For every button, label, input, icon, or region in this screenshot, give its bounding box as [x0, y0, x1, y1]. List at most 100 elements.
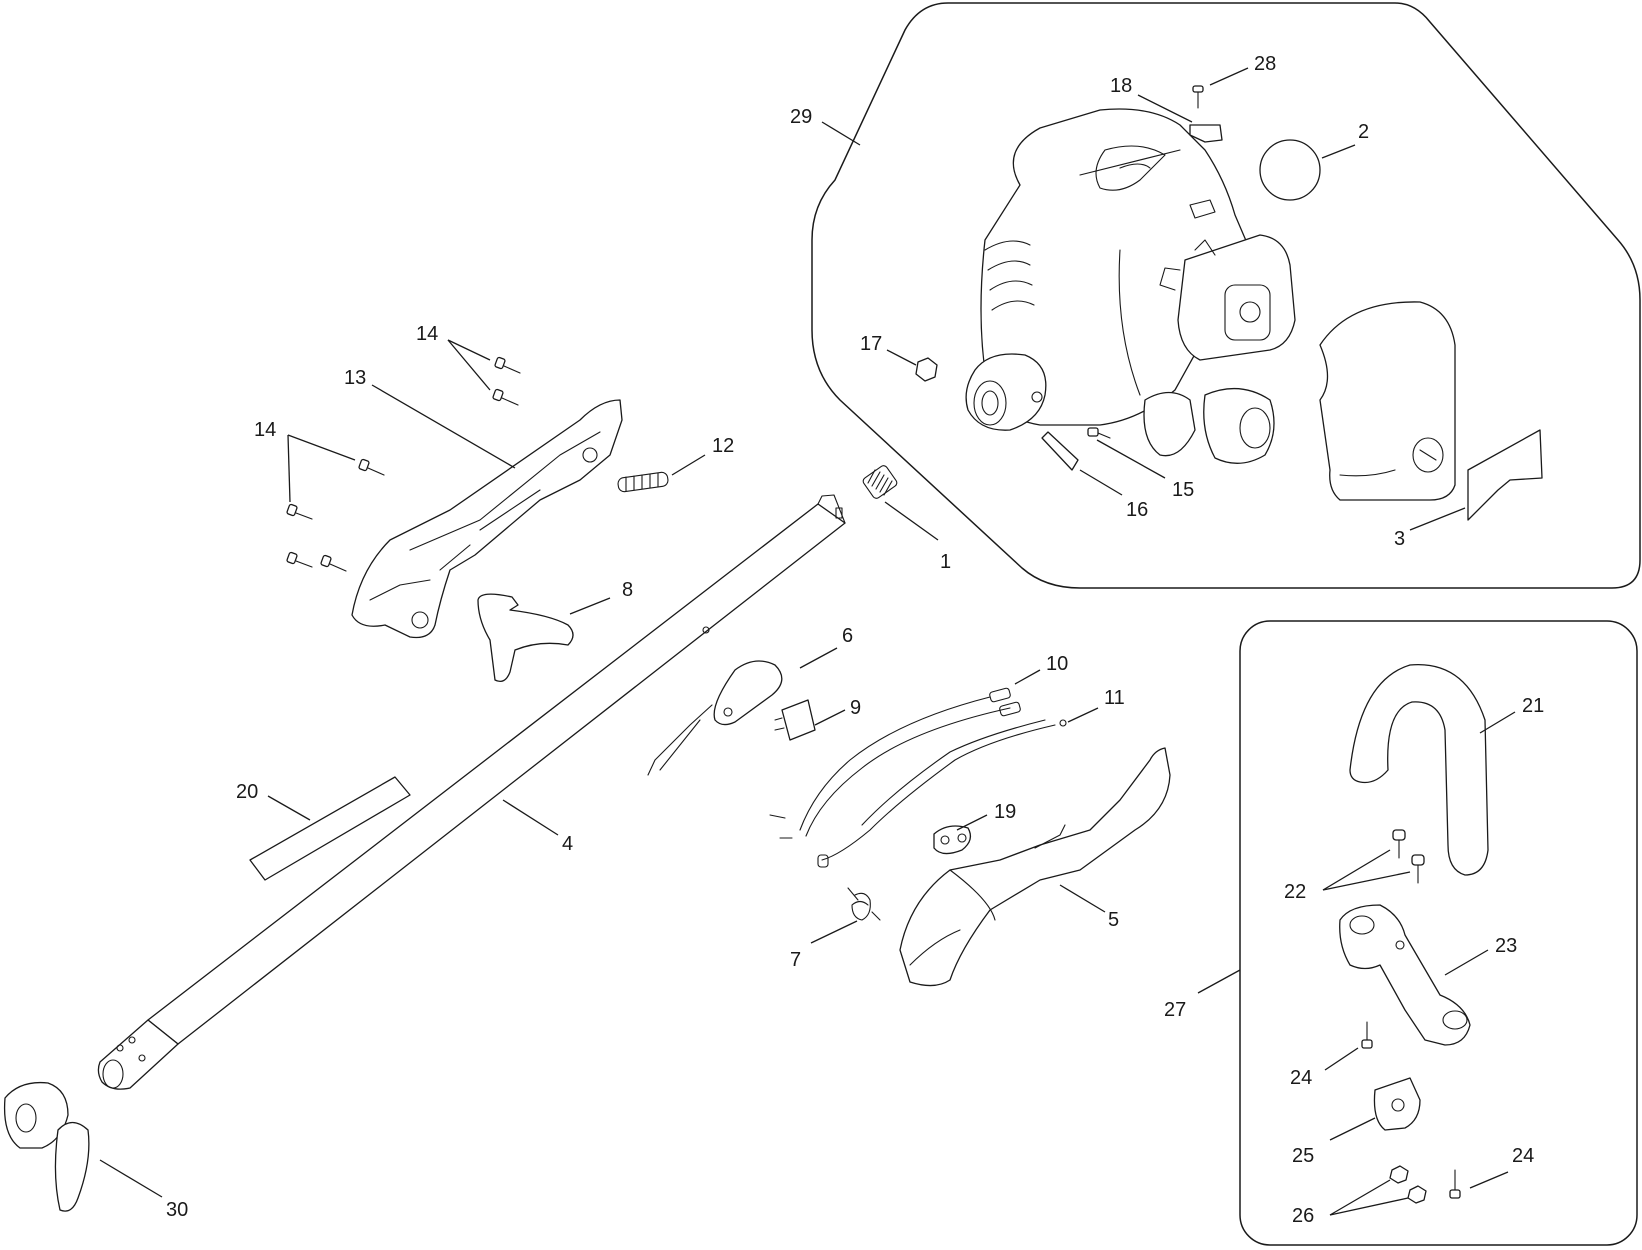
engine-assembly	[965, 108, 1296, 464]
part-3-decal	[1467, 429, 1543, 521]
leader-15	[1096, 439, 1166, 479]
callout-9: 9	[850, 697, 861, 719]
callout-30: 30	[166, 1199, 188, 1221]
leader-28	[1209, 67, 1249, 86]
callout-2: 2	[1358, 121, 1369, 143]
callout-24a: 24	[1290, 1067, 1312, 1089]
leader-17	[886, 349, 917, 366]
leader-8	[569, 597, 611, 615]
callout-11: 11	[1104, 687, 1125, 709]
part-9-switch	[774, 699, 816, 741]
part-19-grommet	[933, 825, 972, 855]
part-24-screw-2	[1449, 1169, 1461, 1199]
leader-14b-2	[287, 434, 291, 503]
leader-26-1	[1329, 1179, 1391, 1216]
callout-28: 28	[1254, 53, 1276, 75]
part-21-handle	[1349, 663, 1489, 876]
leader-30	[99, 1159, 163, 1198]
part-14-screw-4	[286, 503, 313, 520]
callout-22: 22	[1284, 881, 1306, 903]
leader-16	[1079, 469, 1123, 496]
leader-23	[1444, 949, 1489, 976]
part-14-screw-2	[492, 388, 519, 406]
leader-27	[1197, 969, 1241, 994]
part-25-clamp	[1373, 1077, 1421, 1131]
leader-19	[956, 814, 988, 831]
part-26-nut-1	[1389, 1165, 1409, 1184]
leader-4	[502, 799, 559, 836]
leader-25	[1329, 1117, 1376, 1141]
leader-5	[1059, 884, 1106, 913]
part-16-pin	[1041, 431, 1079, 471]
part-14-screw-1	[494, 356, 521, 374]
part-18-bracket	[1189, 124, 1223, 143]
leader-11	[1067, 707, 1099, 723]
part-10-wires	[769, 687, 1021, 839]
leader-13	[371, 384, 516, 469]
part-6-throttle	[647, 660, 783, 776]
leader-7	[810, 920, 858, 944]
part-20-decal	[249, 776, 411, 881]
handle-group-outline	[1239, 620, 1638, 1246]
callout-14a: 14	[416, 323, 438, 345]
callout-26: 26	[1292, 1205, 1314, 1227]
part-22-bolt-2	[1411, 854, 1425, 884]
callout-13: 13	[344, 367, 366, 389]
leader-3	[1409, 507, 1466, 531]
leader-24a	[1324, 1047, 1359, 1071]
part-11-cable	[817, 719, 1067, 868]
leader-12	[671, 454, 706, 476]
callout-23: 23	[1495, 935, 1517, 957]
leader-14a-2	[447, 339, 491, 391]
leader-1	[884, 501, 939, 541]
callout-24b: 24	[1512, 1145, 1534, 1167]
part-1-spring	[862, 465, 898, 499]
callout-16: 16	[1126, 499, 1148, 521]
part-4-shaft	[97, 494, 846, 1090]
part-12-spring	[617, 471, 669, 493]
callout-19: 19	[994, 801, 1016, 823]
callout-17: 17	[860, 333, 882, 355]
leader-29	[821, 121, 861, 146]
leader-9	[814, 709, 846, 726]
part-14-screw-5	[286, 551, 313, 568]
callout-12: 12	[712, 435, 734, 457]
callout-29: 29	[790, 106, 812, 128]
callout-15: 15	[1172, 479, 1194, 501]
part-17-nut	[915, 357, 938, 382]
part-5-handle-half	[899, 747, 1171, 987]
leader-2	[1321, 144, 1356, 159]
callout-18: 18	[1110, 75, 1132, 97]
part-26-nut-2	[1407, 1185, 1427, 1204]
part-24-screw-1	[1361, 1021, 1373, 1049]
part-22-bolt-1	[1392, 829, 1406, 859]
callout-3: 3	[1394, 528, 1405, 550]
callout-25: 25	[1292, 1145, 1314, 1167]
part-14-screw-3	[358, 458, 385, 476]
part-23-bracket	[1339, 904, 1471, 1046]
callout-4: 4	[562, 833, 573, 855]
leader-6	[799, 647, 838, 669]
leader-14b-1	[287, 434, 356, 461]
part-14-screw-6	[320, 554, 347, 572]
leader-20	[267, 795, 311, 821]
callout-5: 5	[1108, 909, 1119, 931]
part-15-screw	[1087, 427, 1111, 439]
part-30-coupler	[3, 1081, 90, 1212]
leader-21	[1479, 711, 1516, 734]
leader-18	[1137, 94, 1193, 123]
leader-10	[1014, 669, 1041, 685]
part-2-disc	[1259, 139, 1321, 201]
leader-14a-1	[447, 339, 491, 361]
engine-group-outline	[811, 2, 1641, 589]
callout-14b: 14	[254, 419, 276, 441]
leader-22-1	[1322, 849, 1391, 891]
part-28-screw	[1192, 85, 1204, 109]
callout-21: 21	[1522, 695, 1544, 717]
part-7-spring	[847, 887, 881, 921]
leader-24b	[1469, 1171, 1509, 1189]
callout-6: 6	[842, 625, 853, 647]
callout-7: 7	[790, 949, 801, 971]
leader-26-2	[1329, 1197, 1409, 1216]
